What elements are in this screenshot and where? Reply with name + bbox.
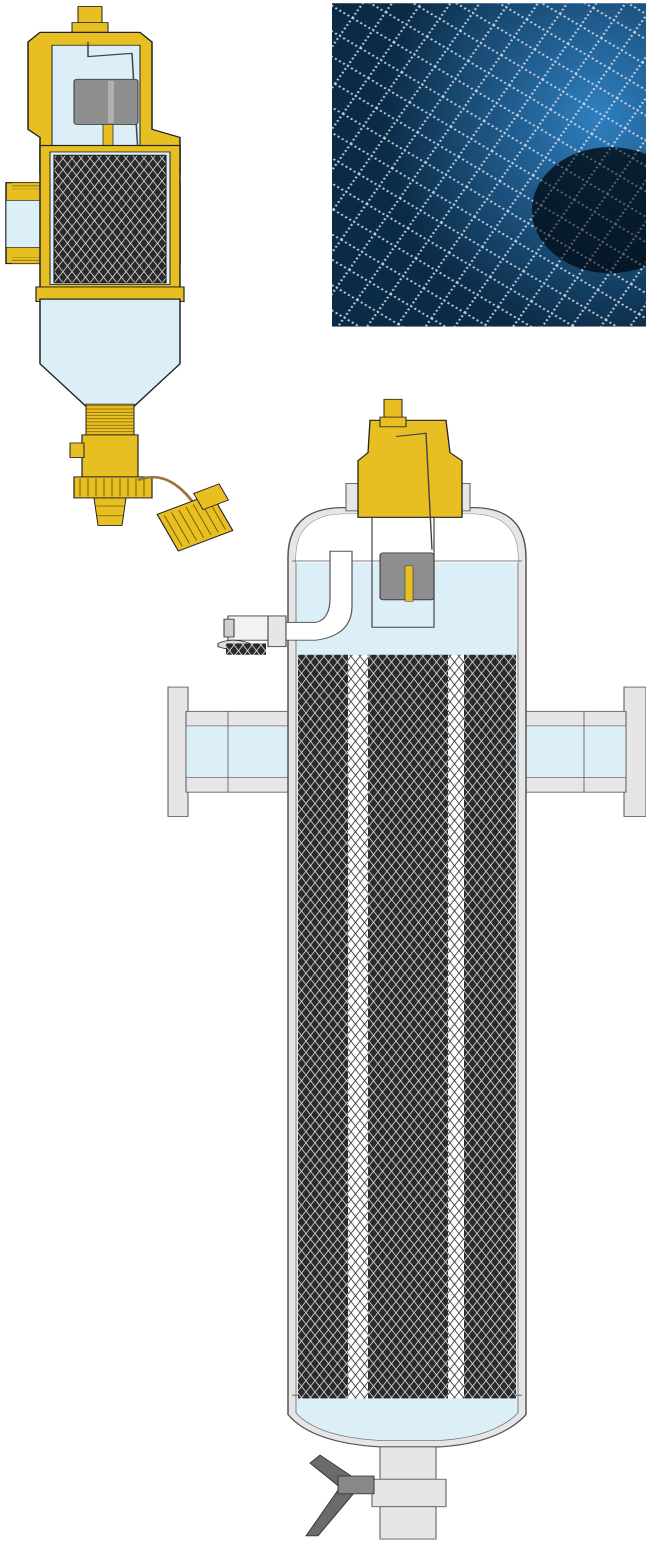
large-separator-cutaway-icon <box>167 398 646 1540</box>
mesh-bubbles-photo <box>332 3 646 327</box>
small-separator-cutaway-icon <box>5 6 234 552</box>
